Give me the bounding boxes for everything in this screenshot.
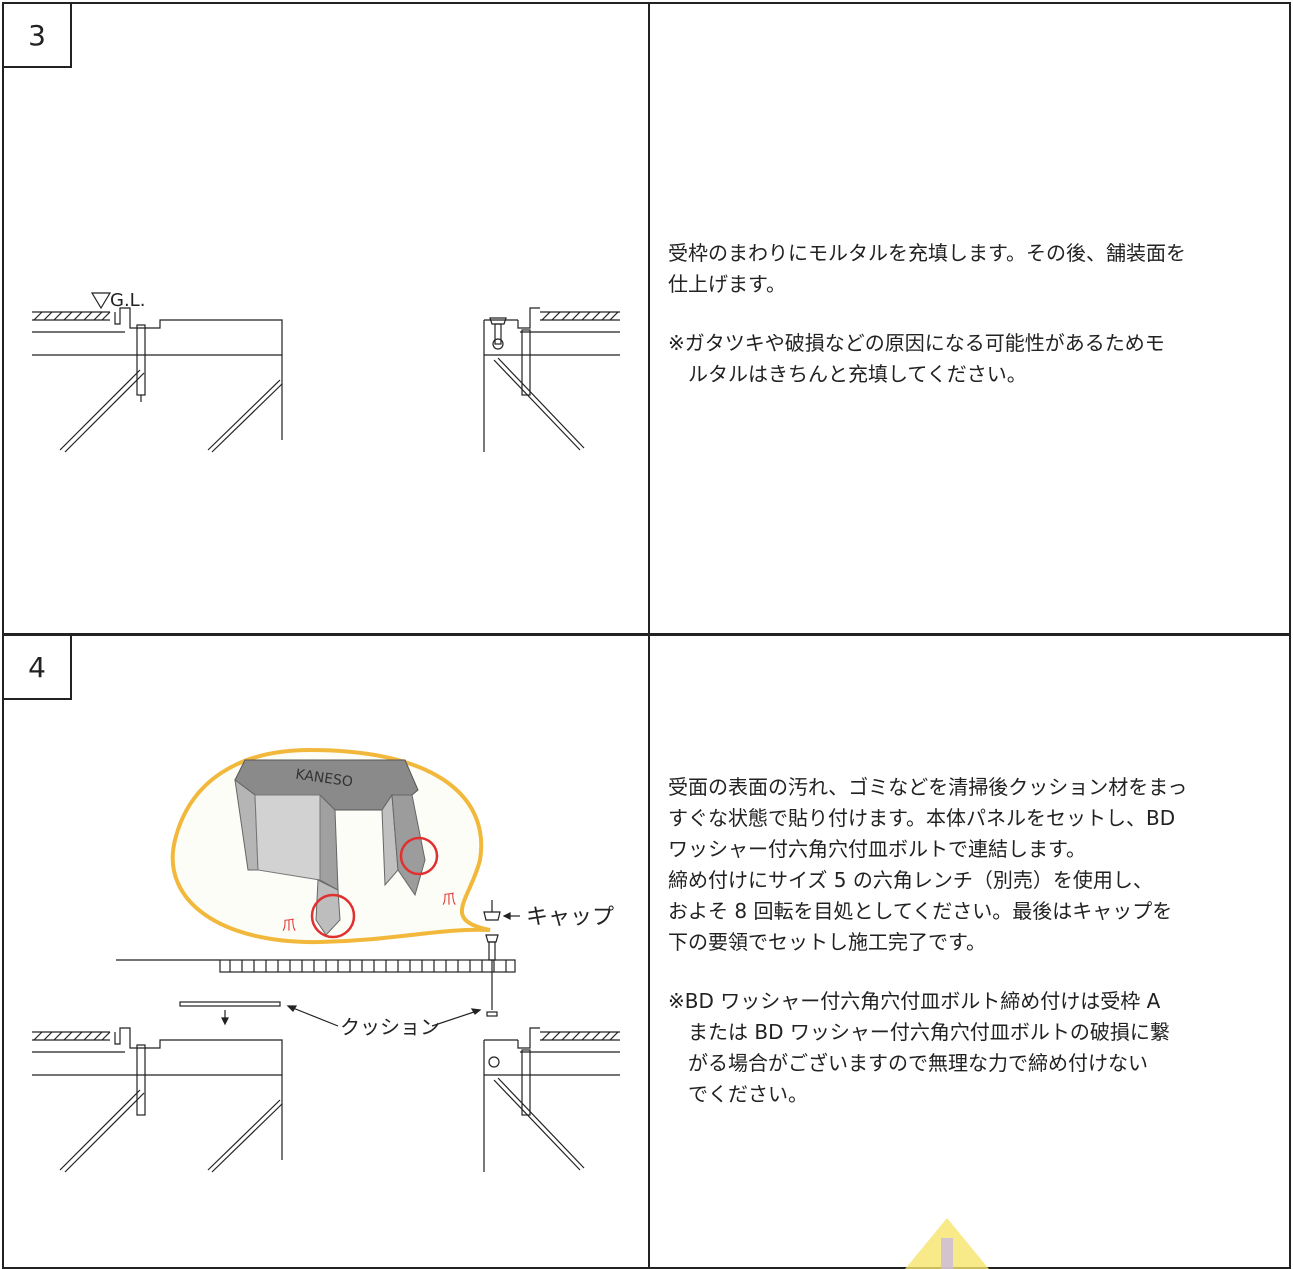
step4-note-line-4: でください。 [688,1082,808,1106]
claw-label-1: 爪 [282,918,296,934]
step4-line-6: 下の要領でセットし施工完了です。 [668,930,986,954]
step4-note-line-3: がる場合がございますので無理な力で締め付けない [688,1051,1148,1075]
cushion-pad-left [179,1001,281,1007]
step-number-3: 3 [4,4,72,68]
step4-description: 受面の表面の汚れ、ゴミなどを清掃後クッション材をまっ すぐな状態で貼り付けます。… [668,772,1278,1110]
row-divider [2,633,1291,636]
step4-line-5: およそ 8 回転を目処としてください。最後はキャップを [668,899,1173,923]
step4-diagram: KANESO 爪 爪 [32,747,620,1173]
down-arrow-hint-icon [905,1218,989,1269]
ground-hatch-right [541,311,619,321]
claw-label-2: 爪 [442,892,456,908]
step4-line-1: 受面の表面の汚れ、ゴミなどを清掃後クッション材をまっ [668,775,1188,799]
step3-diagram: G.L. [32,290,620,453]
step4-line-4: 締め付けにサイズ 5 の六角レンチ（別売）を使用し、 [668,868,1153,892]
grating-bars [229,960,507,972]
step4-line-2: すぐな状態で貼り付けます。本体パネルをセットし、BD [668,806,1176,830]
gl-marker-icon [90,292,112,310]
cap-icon [483,911,501,921]
frame-profile-left [114,307,283,440]
clip-product-icon: KANESO [234,759,426,936]
bolt-head-icon [489,317,507,325]
claw-marker-left [310,893,356,939]
step-number-4: 4 [4,636,72,700]
cap-label: キャップ [526,905,614,930]
step4-note-line-1: ※BD ワッシャー付六角穴付皿ボルト締め付けは受枠 A [668,989,1161,1013]
step3-description: 受枠のまわりにモルタルを充填します。その後、舗装面を 仕上げます。 ※ガタツキや… [668,238,1278,390]
step4-line-3: ワッシャー付六角穴付皿ボルトで連結します。 [668,837,1086,861]
anchor-bolt-left [136,324,146,396]
step3-note-line-1: ※ガタツキや破損などの原因になる可能性があるためモ [668,331,1165,355]
cushion-label: クッション [340,1015,440,1039]
claw-marker-right [399,836,439,876]
gl-label: G.L. [110,290,145,311]
step3-line-1: 受枠のまわりにモルタルを充填します。その後、舗装面を [668,241,1186,265]
step3-note-line-2: ルタルはきちんと充填してください。 [688,362,1027,386]
cushion-leader-right [431,1009,481,1027]
cushion-pad-right [486,1011,498,1017]
step4-note-line-2: または BD ワッシャー付六角穴付皿ボルトの破損に繋 [688,1020,1170,1044]
frame-profile-right [517,307,540,329]
anchor-bolt-right [521,329,531,396]
cushion-leader-left [287,1005,339,1027]
ground-hatch-left [33,311,111,321]
bolt-icon [485,934,499,943]
product-logo: KANESO [294,767,353,791]
step3-line-2: 仕上げます。 [668,272,786,296]
grating-panel [219,959,516,973]
